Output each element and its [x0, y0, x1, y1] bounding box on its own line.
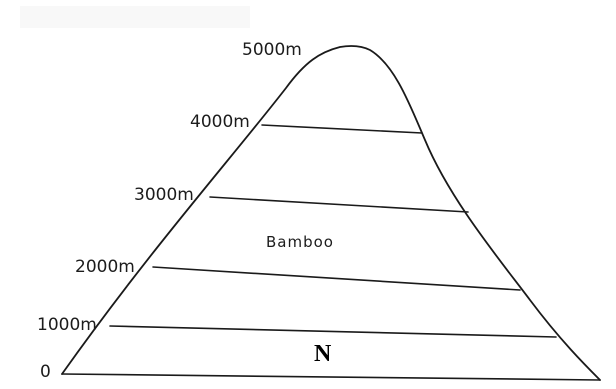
- scan-smudge: [20, 6, 250, 28]
- altitude-label-2000m: 2000m: [75, 257, 135, 277]
- zone-label-n: N: [314, 341, 332, 367]
- altitude-label-5000m: 5000m: [242, 40, 302, 60]
- band-line-1000m: [109, 325, 557, 338]
- altitude-label-4000m: 4000m: [190, 112, 250, 132]
- band-line-4000m: [261, 124, 423, 134]
- band-line-0: [61, 373, 601, 381]
- altitude-label-0: 0: [40, 362, 51, 382]
- altitude-label-1000m: 1000m: [37, 315, 97, 335]
- band-line-2000m: [152, 266, 521, 291]
- altitude-label-3000m: 3000m: [134, 185, 194, 205]
- mountain-outline: [61, 45, 601, 381]
- zone-label-bamboo: Bamboo: [266, 233, 334, 251]
- band-line-3000m: [209, 196, 469, 213]
